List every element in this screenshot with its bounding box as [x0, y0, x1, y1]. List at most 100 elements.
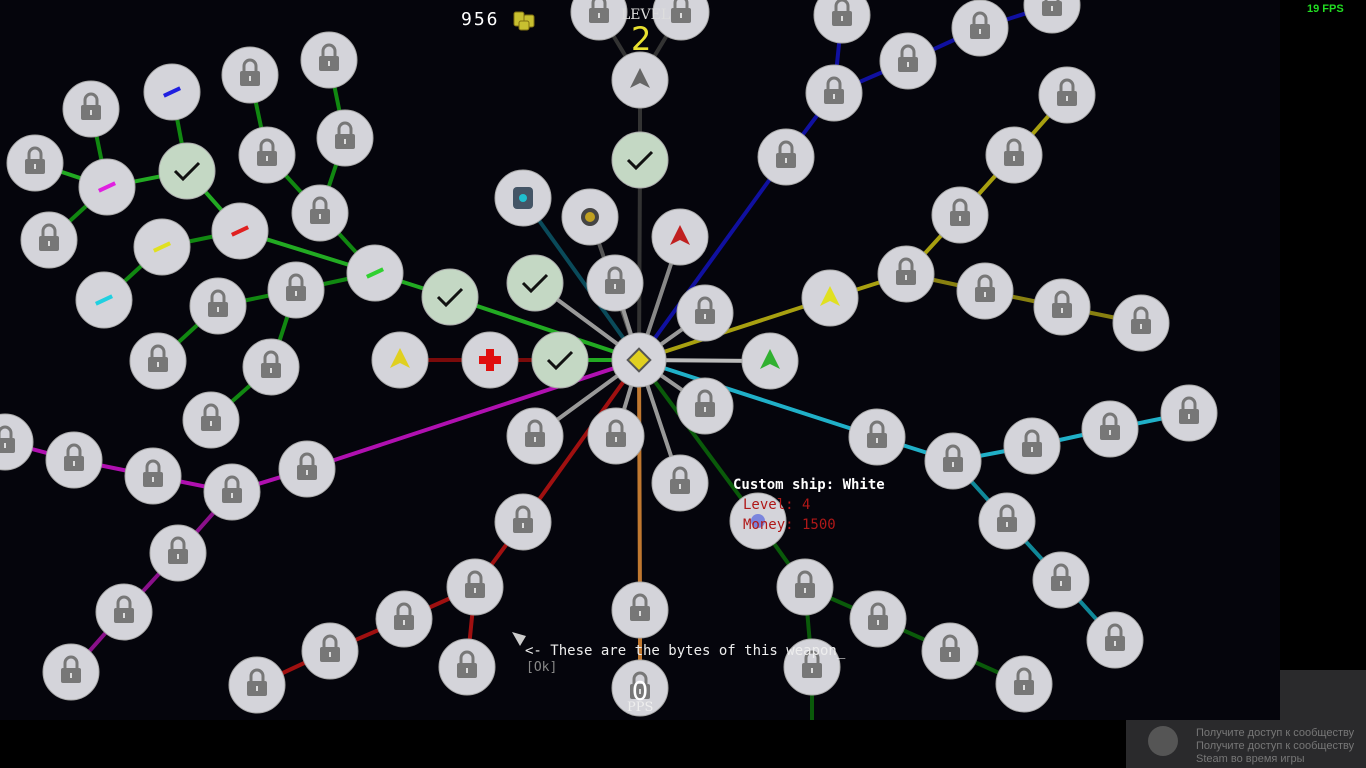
locked-upgrade-node[interactable]	[267, 261, 325, 319]
locked-upgrade-node[interactable]	[62, 80, 120, 138]
locked-upgrade-node[interactable]	[221, 46, 279, 104]
locked-upgrade-node[interactable]	[776, 558, 834, 616]
locked-upgrade-node[interactable]	[95, 583, 153, 641]
steam-notification[interactable]: Получите доступ к сообществу Получите до…	[1126, 720, 1366, 768]
locked-upgrade-node[interactable]	[587, 407, 645, 465]
locked-upgrade-node[interactable]	[1086, 611, 1144, 669]
lock-icon	[670, 466, 690, 494]
locked-upgrade-node[interactable]	[570, 0, 628, 41]
upgrade-node-bar[interactable]	[143, 63, 201, 121]
upgrade-node-gear[interactable]	[561, 188, 619, 246]
upgrade-node-box[interactable]	[494, 169, 552, 227]
locked-upgrade-node[interactable]	[611, 581, 669, 639]
tree-connection	[69, 490, 234, 674]
locked-upgrade-node[interactable]	[182, 391, 240, 449]
locked-upgrade-node[interactable]	[985, 126, 1043, 184]
level-value: 2	[631, 20, 652, 58]
lock-icon	[81, 92, 101, 120]
locked-upgrade-node[interactable]	[242, 338, 300, 396]
locked-upgrade-node[interactable]	[301, 622, 359, 680]
lock-icon	[1052, 290, 1072, 318]
locked-upgrade-node[interactable]	[300, 31, 358, 89]
upgrade-node-core[interactable]	[611, 332, 667, 388]
locked-upgrade-node[interactable]	[848, 408, 906, 466]
locked-upgrade-node[interactable]	[951, 0, 1009, 57]
locked-upgrade-node[interactable]	[586, 254, 644, 312]
locked-upgrade-node[interactable]	[1032, 551, 1090, 609]
upgrade-node-blob[interactable]	[729, 492, 787, 550]
locked-upgrade-node[interactable]	[42, 643, 100, 701]
completed-upgrade-node[interactable]	[611, 131, 669, 189]
upgrade-node-cross[interactable]	[461, 331, 519, 389]
lock-icon	[950, 198, 970, 226]
ok-button[interactable]: [Ok]	[526, 660, 558, 675]
locked-upgrade-node[interactable]	[494, 493, 552, 551]
locked-upgrade-node[interactable]	[0, 413, 34, 471]
upgrade-node-ship[interactable]	[611, 51, 669, 109]
upgrade-node-bar[interactable]	[346, 244, 404, 302]
locked-upgrade-node[interactable]	[189, 277, 247, 335]
locked-upgrade-node[interactable]	[921, 622, 979, 680]
locked-upgrade-node[interactable]	[1033, 278, 1091, 336]
locked-upgrade-node[interactable]	[438, 638, 496, 696]
locked-upgrade-node[interactable]	[783, 638, 841, 696]
locked-upgrade-node[interactable]	[278, 440, 336, 498]
locked-upgrade-node[interactable]	[1112, 294, 1170, 352]
locked-upgrade-node[interactable]	[1160, 384, 1218, 442]
locked-upgrade-node[interactable]	[924, 432, 982, 490]
locked-upgrade-node[interactable]	[757, 128, 815, 186]
completed-upgrade-node[interactable]	[531, 331, 589, 389]
completed-upgrade-node[interactable]	[506, 254, 564, 312]
locked-upgrade-node[interactable]	[611, 659, 669, 717]
locked-upgrade-node[interactable]	[506, 407, 564, 465]
locked-upgrade-node[interactable]	[676, 377, 734, 435]
upgrade-node-bar[interactable]	[78, 158, 136, 216]
locked-upgrade-node[interactable]	[149, 524, 207, 582]
locked-upgrade-node[interactable]	[238, 126, 296, 184]
locked-upgrade-node[interactable]	[1038, 66, 1096, 124]
locked-upgrade-node[interactable]	[676, 284, 734, 342]
locked-upgrade-node[interactable]	[956, 262, 1014, 320]
upgrade-node-ship[interactable]	[371, 331, 429, 389]
locked-upgrade-node[interactable]	[849, 590, 907, 648]
locked-upgrade-node[interactable]	[124, 447, 182, 505]
upgrade-node-bar[interactable]	[133, 218, 191, 276]
locked-upgrade-node[interactable]	[1081, 400, 1139, 458]
locked-upgrade-node[interactable]	[446, 558, 504, 616]
completed-upgrade-node[interactable]	[421, 268, 479, 326]
locked-upgrade-node[interactable]	[931, 186, 989, 244]
locked-upgrade-node[interactable]	[877, 245, 935, 303]
locked-upgrade-node[interactable]	[651, 454, 709, 512]
locked-upgrade-node[interactable]	[978, 492, 1036, 550]
locked-upgrade-node[interactable]	[879, 32, 937, 90]
steam-icon	[1148, 726, 1178, 756]
lock-icon	[867, 420, 887, 448]
check-icon	[173, 161, 201, 182]
lock-icon	[824, 76, 844, 104]
locked-upgrade-node[interactable]	[805, 64, 863, 122]
locked-upgrade-node[interactable]	[1003, 417, 1061, 475]
locked-upgrade-node[interactable]	[228, 656, 286, 714]
lock-icon	[222, 475, 242, 503]
locked-upgrade-node[interactable]	[291, 184, 349, 242]
locked-upgrade-node[interactable]	[129, 332, 187, 390]
locked-upgrade-node[interactable]	[316, 109, 374, 167]
upgrade-node-ship[interactable]	[741, 332, 799, 390]
lock-icon	[1105, 623, 1125, 651]
locked-upgrade-node[interactable]	[652, 0, 710, 41]
locked-upgrade-node[interactable]	[203, 463, 261, 521]
locked-upgrade-node[interactable]	[375, 590, 433, 648]
upgrade-node-ship[interactable]	[801, 269, 859, 327]
upgrade-node-ship[interactable]	[651, 208, 709, 266]
completed-upgrade-node[interactable]	[158, 142, 216, 200]
locked-upgrade-node[interactable]	[1023, 0, 1081, 34]
upgrade-node-bar[interactable]	[211, 202, 269, 260]
locked-upgrade-node[interactable]	[20, 211, 78, 269]
tree-connection	[248, 74, 377, 275]
locked-upgrade-node[interactable]	[6, 134, 64, 192]
locked-upgrade-node[interactable]	[995, 655, 1053, 713]
locked-upgrade-node[interactable]	[813, 0, 871, 44]
upgrade-node-bar[interactable]	[75, 271, 133, 329]
lock-icon	[261, 350, 281, 378]
locked-upgrade-node[interactable]	[45, 431, 103, 489]
